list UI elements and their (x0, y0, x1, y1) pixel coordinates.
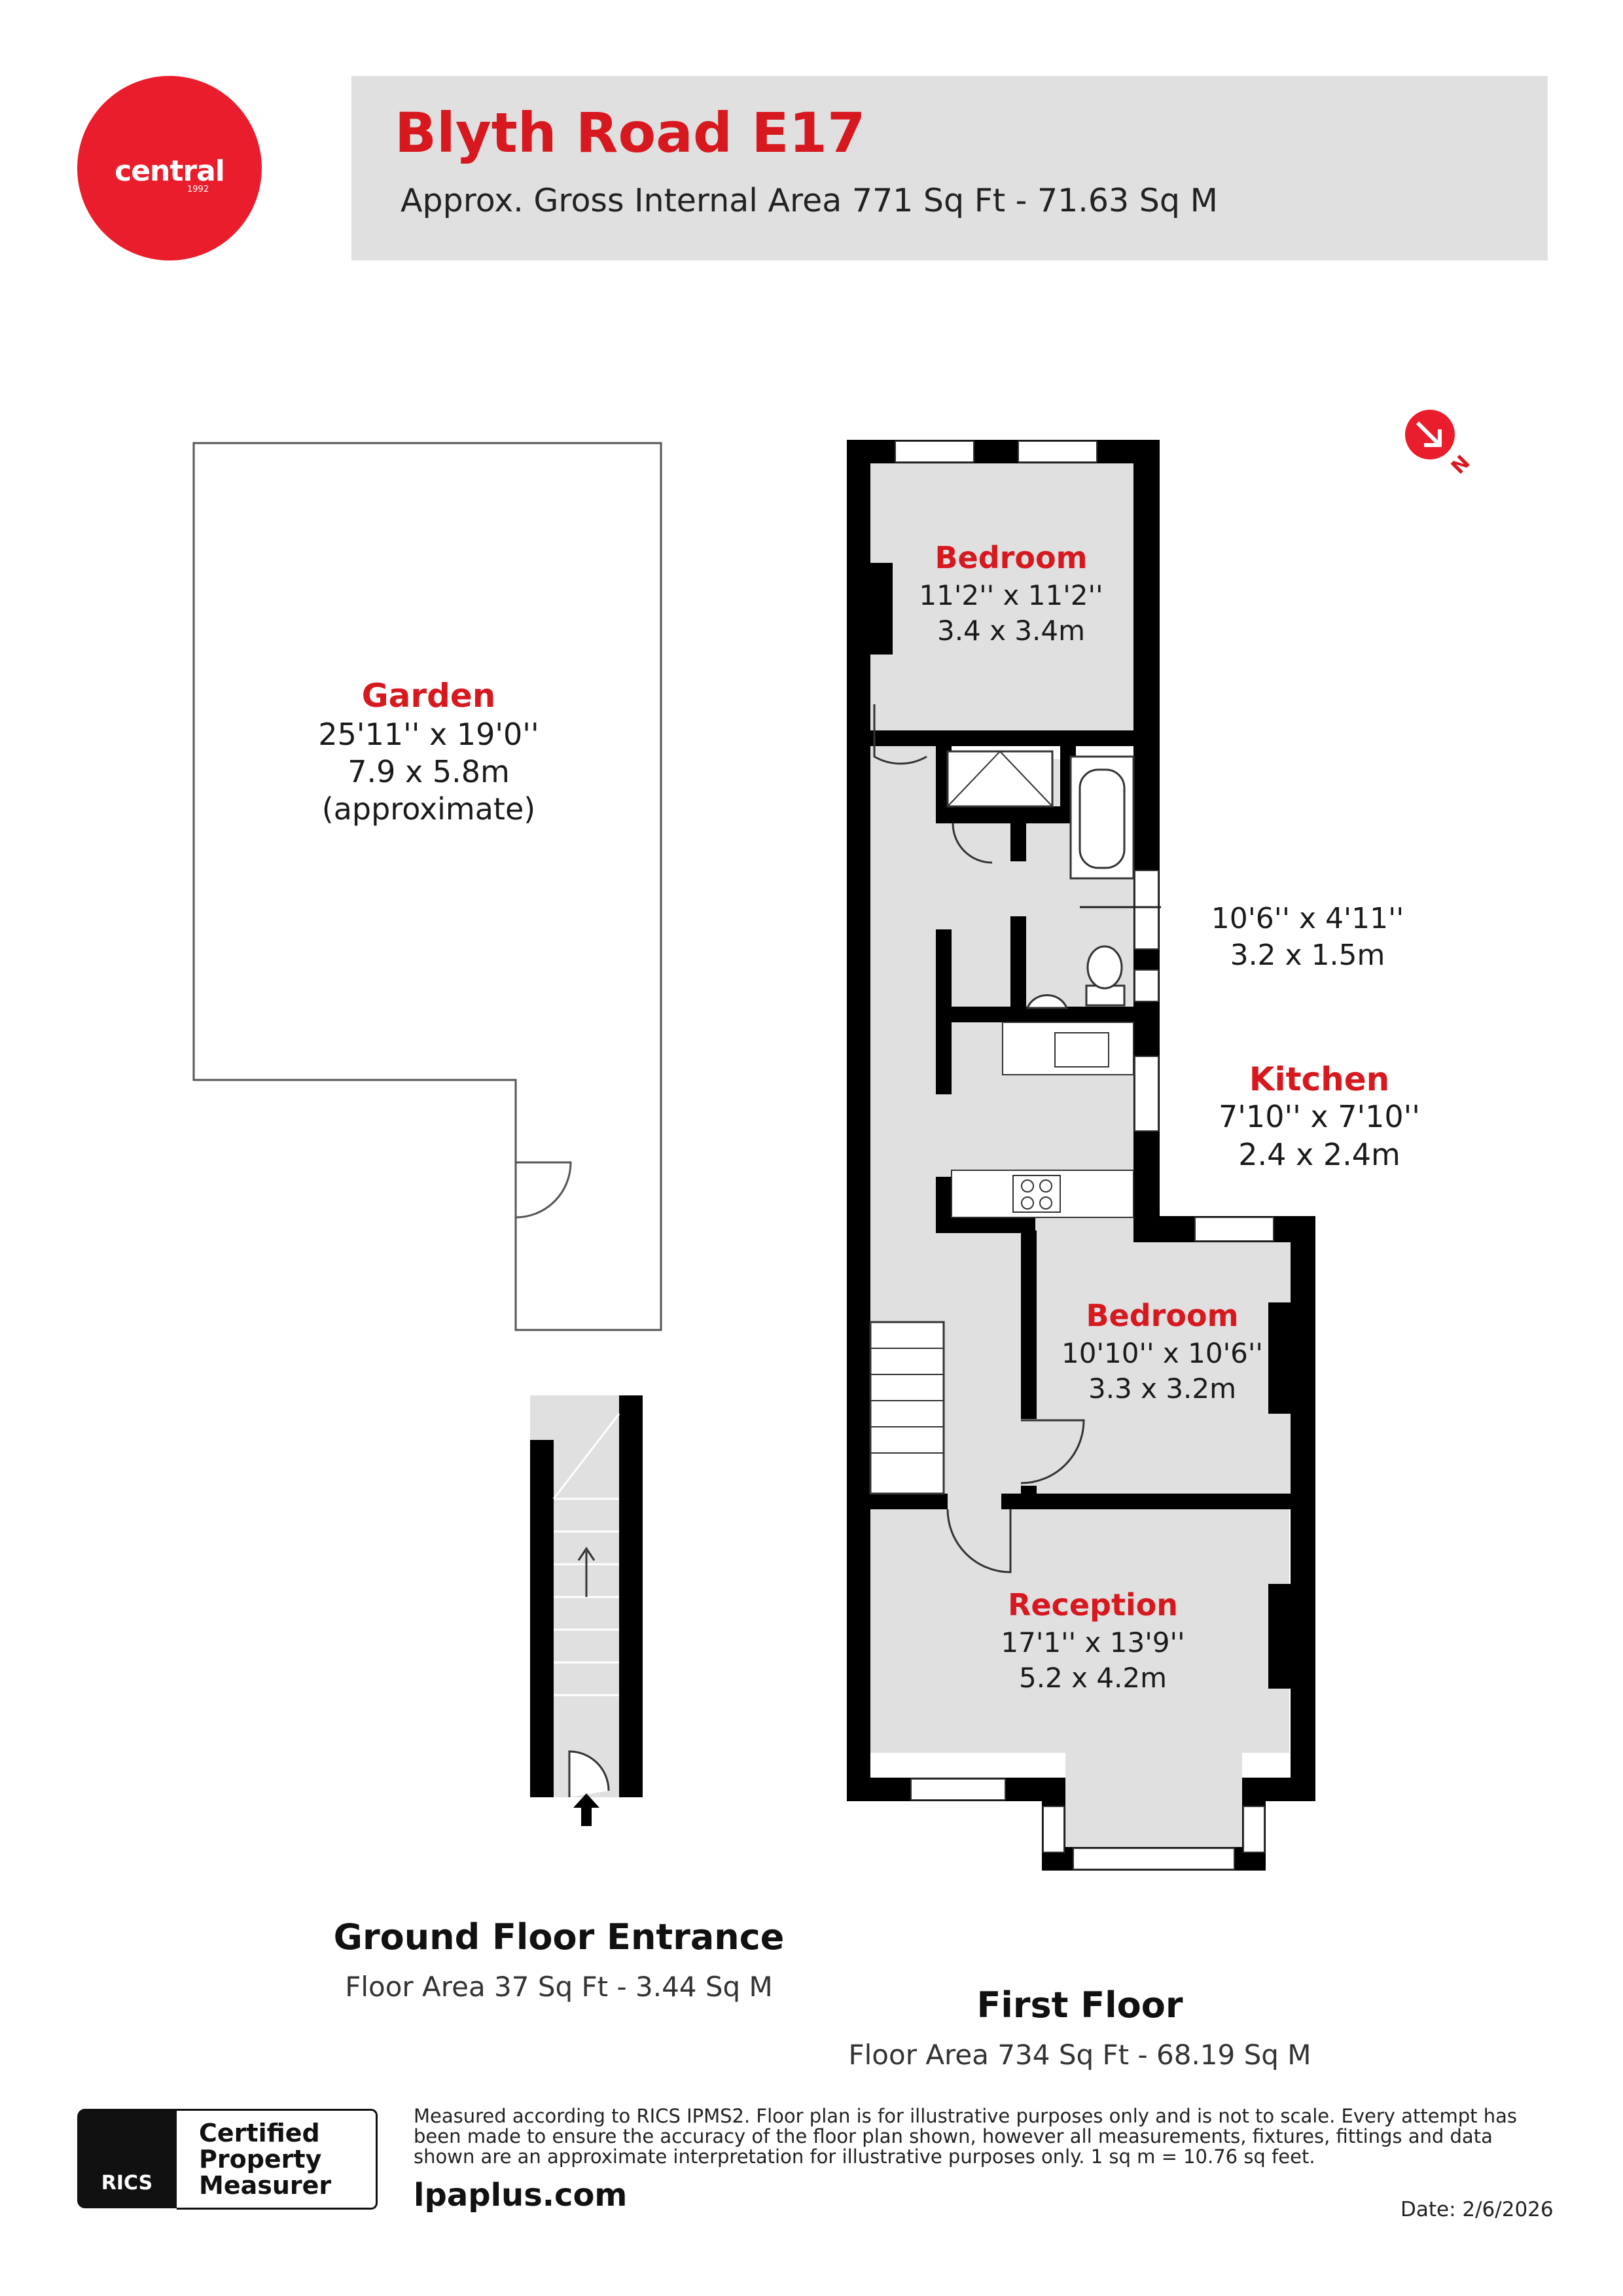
plan-date: Date: 2/6/2026 (1400, 2198, 1554, 2221)
bedroom2-dim-metric: 3.3 x 3.2m (1088, 1372, 1236, 1405)
bedroom1-name: Bedroom (935, 540, 1087, 575)
logo-year: 1992 (187, 185, 209, 194)
reception-dim-metric: 5.2 x 4.2m (1019, 1662, 1167, 1694)
reception-dim-imperial: 17'1'' x 13'9'' (1001, 1626, 1185, 1659)
north-arrow-icon: N (1405, 410, 1474, 479)
garden-dim-metric: 7.9 x 5.8m (348, 754, 510, 789)
total-area: Approx. Gross Internal Area 771 Sq Ft - … (401, 182, 1218, 219)
garden-outline (192, 442, 662, 1331)
entrance-arrow-icon (573, 1793, 599, 1826)
disclaimer: Measured according to RICS IPMS2. Floor … (414, 2105, 1518, 2168)
page-title: Blyth Road E17 (395, 101, 866, 165)
kitchen-name: Kitchen (1249, 1060, 1390, 1098)
entrance-hall (530, 1395, 643, 1826)
garden-dim-imperial: 25'11'' x 19'0'' (318, 717, 539, 752)
bedroom1-dim-imperial: 11'2'' x 11'2'' (919, 579, 1103, 611)
bedroom2-name: Bedroom (1086, 1298, 1238, 1333)
kitchen-dim-imperial: 7'10'' x 7'10'' (1219, 1099, 1420, 1134)
certified-property-measurer-badge: Certified Property Measurer (177, 2109, 378, 2210)
rics-logo-label: RICS (101, 2172, 153, 2195)
bedroom2-dim-imperial: 10'10'' x 10'6'' (1061, 1337, 1263, 1369)
cert-line-3: Measurer (199, 2171, 332, 2200)
cert-line-1: Certified (199, 2119, 320, 2147)
first-floor-title: First Floor (976, 1984, 1183, 2026)
website-link[interactable]: lpaplus.com (414, 2177, 628, 2214)
kitchen-dim-metric: 2.4 x 2.4m (1238, 1137, 1400, 1172)
ground-floor-area: Floor Area 37 Sq Ft - 3.44 Sq M (345, 1971, 773, 2003)
garden-note: (approximate) (322, 791, 535, 827)
logo-wordmark: central (115, 154, 225, 188)
compass-label: N (1447, 451, 1475, 479)
first-floor-area: Floor Area 734 Sq Ft - 68.19 Sq M (848, 2039, 1311, 2071)
first-floor-plan (847, 440, 1315, 1871)
rics-logo: RICS (77, 2109, 177, 2208)
central-logo: central 1992 (77, 76, 262, 260)
cert-line-2: Property (199, 2145, 322, 2174)
reception-name: Reception (1008, 1587, 1178, 1623)
bathroom-dim-imperial: 10'6'' x 4'11'' (1211, 902, 1404, 935)
bedroom1-dim-metric: 3.4 x 3.4m (937, 615, 1085, 647)
ground-floor-title: Ground Floor Entrance (334, 1916, 785, 1958)
garden-gate-door (515, 1161, 572, 1219)
garden-name: Garden (362, 677, 496, 715)
header-panel (351, 76, 1548, 260)
bathroom-dim-metric: 3.2 x 1.5m (1230, 939, 1385, 972)
